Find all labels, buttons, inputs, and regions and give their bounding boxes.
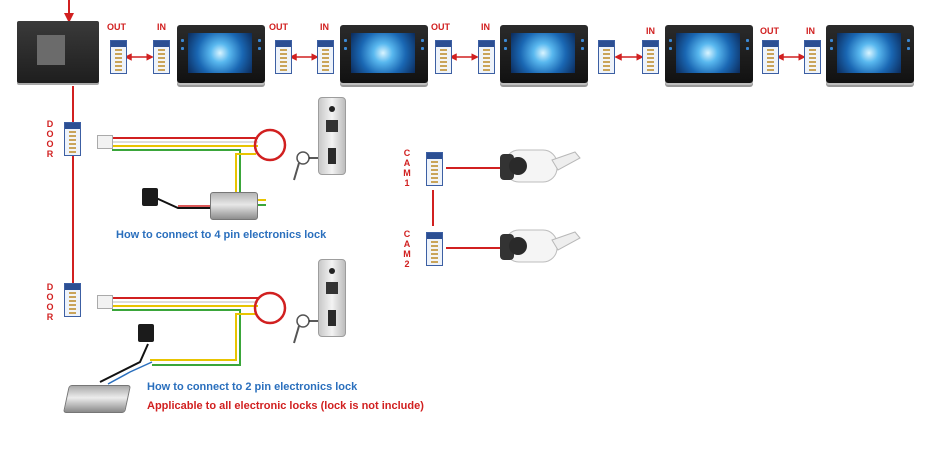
in-connector-4 [598,40,615,74]
cam2-label: CAM2 [403,229,411,269]
in-connector-3 [478,40,495,74]
monitor-6 [826,25,914,83]
monitor-3 [340,25,428,83]
out-label-1: OUT [107,22,126,32]
in-label-1: IN [157,22,166,32]
out-label-4: OUT [760,26,779,36]
cctv-camera-1 [500,149,581,183]
in-connector-5 [804,40,821,74]
monitor-2 [177,25,265,83]
two-pin-caption: How to connect to 2 pin electronics lock [147,381,358,393]
door-label-2: DOOR [46,282,54,322]
main-monitor-back [17,21,99,83]
out-connector-1 [110,40,127,74]
in-connector-2 [317,40,334,74]
door2-connector-highlight [253,291,287,325]
in-label-3: IN [481,22,490,32]
door2-plug [97,295,113,309]
out-connector-3 [435,40,452,74]
door1-connector-highlight [253,128,287,162]
monitor-4 [500,25,588,83]
in-label-2: IN [320,22,329,32]
door-station-1 [318,97,346,175]
in-label-4: IN [646,26,655,36]
monitor-5 [665,25,753,83]
out-connector-4 [762,40,779,74]
door1-magnifier-icon [296,151,310,165]
out-connector-2 [275,40,292,74]
cam1-label: CAM1 [403,148,411,188]
cctv-camera-2 [500,229,581,263]
connector-5 [642,40,659,74]
door1-connector [64,122,81,156]
door2-wires [112,297,258,366]
door-station-2 [318,259,346,337]
four-pin-lock [210,192,258,220]
two-pin-lock [63,385,131,413]
door2-magnifier-icon [296,314,310,328]
in-label-5: IN [806,26,815,36]
out-label-3: OUT [431,22,450,32]
power-adapter-2 [138,324,154,342]
applicable-note: Applicable to all electronic locks (lock… [147,400,424,412]
cam1-connector [426,152,443,186]
door1-plug [97,135,113,149]
four-pin-caption: How to connect to 4 pin electronics lock [116,229,327,241]
door2-connector [64,283,81,317]
out-label-2: OUT [269,22,288,32]
in-connector-1 [153,40,170,74]
cam2-connector [426,232,443,266]
door-label-1: DOOR [46,119,54,159]
power-adapter-1 [142,188,158,206]
